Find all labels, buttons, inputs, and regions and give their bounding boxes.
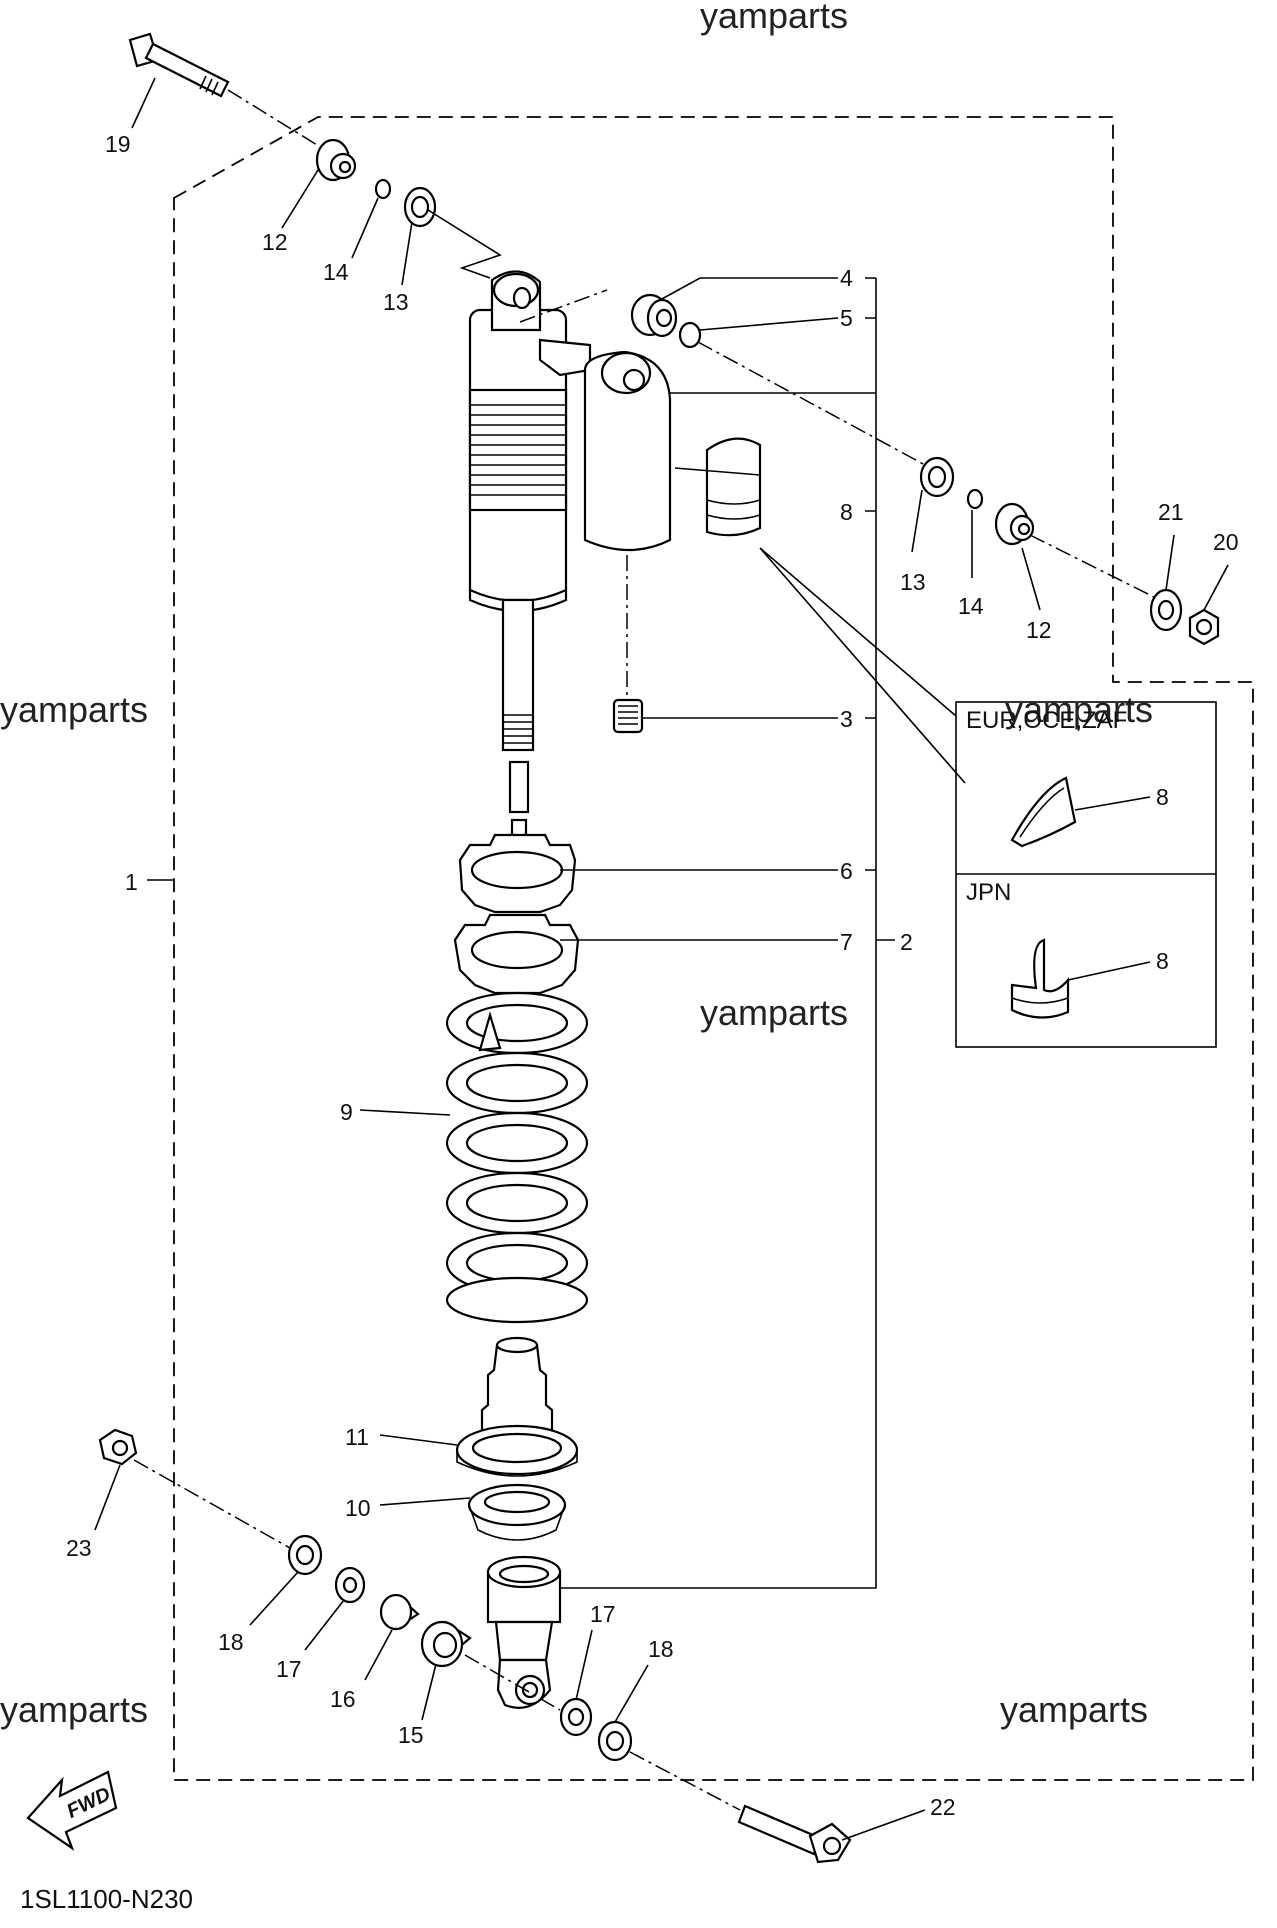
lead-inset-jpn [1067, 961, 1151, 981]
callout-9: 9 [340, 1099, 353, 1125]
inset-title-eur: EUR,OCE,ZAF [966, 707, 1127, 734]
callout-11: 11 [345, 1424, 369, 1450]
callout-14-top: 14 [323, 259, 349, 285]
callout-19: 19 [105, 131, 131, 157]
callout-inset-jpn: 8 [1156, 948, 1169, 974]
oil-seal-13-top [403, 186, 437, 228]
bushing-4 [630, 293, 678, 338]
bolt-19 [128, 32, 230, 98]
fwd-arrow-icon: FWD [26, 1770, 118, 1851]
inset-leader [759, 547, 966, 784]
callout-18-right: 18 [648, 1636, 674, 1662]
shock-absorber-body [468, 270, 672, 862]
centerline-lower-left [133, 1459, 291, 1549]
callout-16: 16 [330, 1686, 356, 1712]
callout-23: 23 [66, 1535, 92, 1561]
collar-12-right [994, 502, 1035, 546]
centerline-19 [227, 89, 323, 149]
lead-8-body [674, 467, 761, 476]
centerline-far-right [1029, 534, 1161, 601]
collar-17-left [334, 1566, 366, 1604]
callout-15: 15 [398, 1722, 424, 1748]
lock-ring-7 [453, 913, 580, 995]
callout-22: 22 [930, 1794, 956, 1820]
callout-4: 4 [840, 265, 853, 291]
callout-6: 6 [840, 858, 853, 884]
inset-band-eur [1010, 776, 1077, 848]
centerline-top [519, 289, 608, 323]
watermark-center: yamparts [700, 992, 848, 1033]
callout-8: 8 [840, 499, 853, 525]
spring-seat-10 [467, 1483, 567, 1541]
callout-12-right: 12 [1026, 617, 1052, 643]
callout-13-top: 13 [383, 289, 409, 315]
inset-box [955, 701, 1217, 1048]
lower-clevis [486, 1555, 562, 1709]
oil-seal-13-right [919, 456, 955, 498]
centerline-lower-mid [464, 1654, 561, 1711]
callout-12-top: 12 [262, 229, 288, 255]
lead-inset-eur [1074, 796, 1151, 811]
centerline-right [697, 341, 926, 466]
callout-20: 20 [1213, 529, 1239, 555]
washer-18-right [597, 1720, 633, 1762]
spring-9 [445, 991, 589, 1324]
callout-1: 1 [125, 869, 138, 895]
callout-18-left: 18 [218, 1629, 244, 1655]
clip-5 [678, 321, 702, 349]
callout-17-right: 17 [590, 1601, 616, 1627]
watermark-bottom-right: yamparts [1000, 1689, 1148, 1730]
subassembly-bracket [556, 278, 877, 1589]
oring-14-top [374, 178, 392, 200]
callout-10: 10 [345, 1495, 371, 1521]
adjuster-ring-6 [458, 833, 577, 914]
callout-inset-eur: 8 [1156, 784, 1169, 810]
nut-20 [1188, 608, 1220, 646]
spring-guide-11 [455, 1424, 579, 1477]
callout-3: 3 [840, 706, 853, 732]
callout-14-right: 14 [958, 593, 984, 619]
watermark-top: yamparts [700, 0, 848, 36]
bolt-22 [737, 1804, 852, 1864]
callout-21: 21 [1158, 499, 1184, 525]
bump-stopper [480, 1336, 554, 1432]
watermark-bottom-left: yamparts [0, 1689, 148, 1730]
band-8 [705, 437, 762, 537]
callout-13-right: 13 [900, 569, 926, 595]
watermark-left-mid: yamparts [0, 689, 148, 730]
callout-17-left: 17 [276, 1656, 302, 1682]
collar-12-top [315, 138, 357, 182]
washer-21 [1149, 588, 1183, 632]
diagram-code: 1SL1100-N230 [20, 1884, 193, 1914]
bearing-15 [420, 1620, 472, 1668]
callout-5: 5 [840, 305, 853, 331]
callout-7: 7 [840, 929, 853, 955]
oring-14-right [966, 488, 984, 510]
inset-title-jpn: JPN [966, 879, 1011, 906]
leader-lines [94, 77, 1229, 1841]
collar-16 [379, 1593, 420, 1631]
nut-23 [98, 1428, 138, 1466]
collar-17-right [559, 1697, 593, 1737]
valve-cap-3 [612, 698, 644, 734]
inset-band-jpn [1010, 938, 1070, 1019]
watermark-right-mid: yamparts [1005, 689, 1153, 730]
callout-2: 2 [900, 929, 913, 955]
washer-18-left [287, 1534, 323, 1576]
centerline-bolt-22 [629, 1751, 741, 1811]
assembly-outline [173, 116, 1254, 1781]
break-line [427, 209, 502, 279]
